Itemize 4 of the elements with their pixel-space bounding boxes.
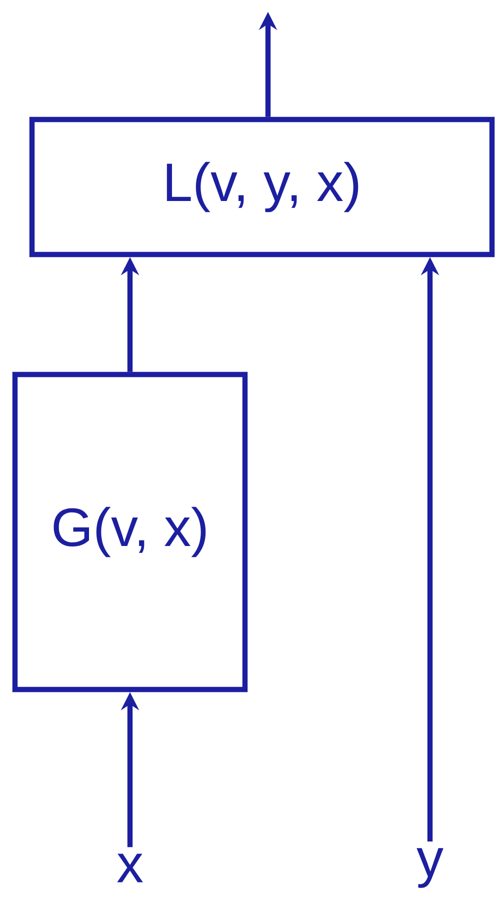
input-label: y	[416, 848, 444, 888]
process-box: L(v, y, x)	[29, 116, 495, 258]
input-label: x	[117, 854, 143, 882]
process-box: G(v, x)	[12, 372, 248, 692]
